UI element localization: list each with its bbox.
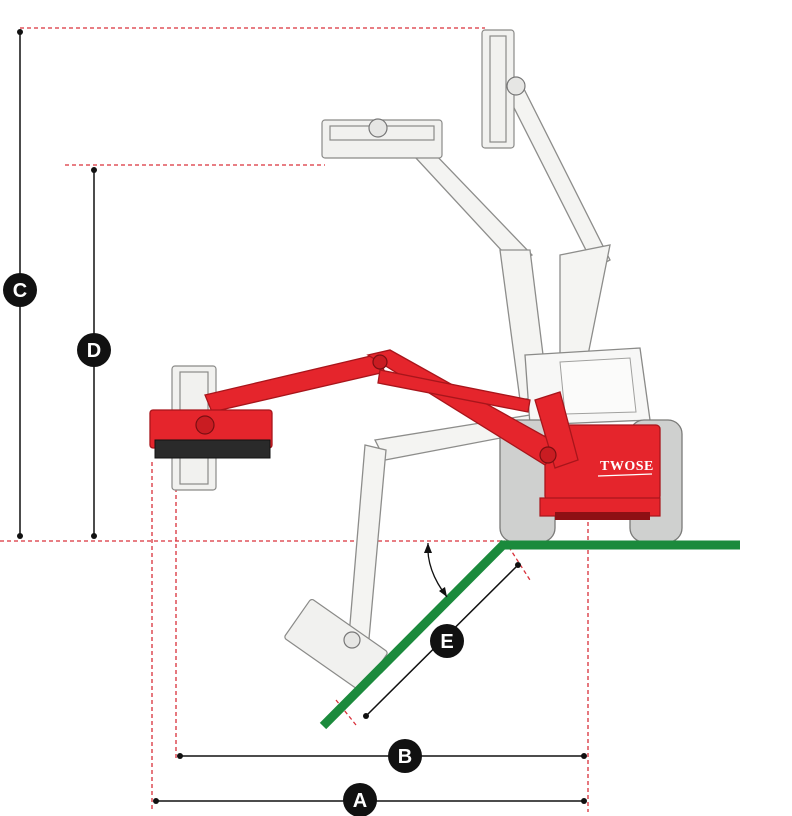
label-a: A bbox=[353, 790, 367, 812]
red-flail-roller bbox=[154, 439, 271, 459]
ref-line-slope-bottom bbox=[335, 699, 357, 726]
badge-b: B bbox=[388, 739, 422, 773]
ghost-arm-vertical bbox=[481, 29, 611, 396]
slope-angle-indicator bbox=[424, 542, 448, 598]
ground-slope bbox=[319, 539, 509, 730]
label-c: C bbox=[13, 280, 27, 302]
badge-a: A bbox=[343, 783, 377, 816]
badge-e: E bbox=[430, 624, 464, 658]
red-arm bbox=[149, 349, 579, 469]
brand-logo: TWOSE bbox=[600, 459, 654, 474]
ground bbox=[319, 539, 740, 730]
label-b: B bbox=[398, 746, 412, 768]
badge-c: C bbox=[3, 273, 37, 307]
label-e: E bbox=[440, 631, 453, 653]
ghost-arm-mid bbox=[321, 118, 549, 401]
reference-lines bbox=[0, 27, 589, 812]
label-d: D bbox=[87, 340, 101, 362]
badge-d: D bbox=[77, 333, 111, 367]
red-arm-upper bbox=[204, 354, 387, 413]
